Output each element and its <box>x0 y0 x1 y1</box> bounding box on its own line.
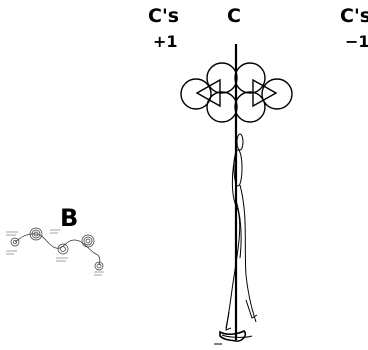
sketch-right-strand <box>239 184 257 323</box>
coil-4-mid <box>83 236 93 246</box>
sketch-inner-strand <box>235 199 242 259</box>
triangle-left <box>195 78 221 108</box>
cluster-circle-left <box>180 78 212 110</box>
left-chirality-label: C's <box>148 5 180 27</box>
base-scribble <box>219 330 247 342</box>
coil-2-inner <box>33 231 39 237</box>
panel-b-schematic <box>10 227 104 271</box>
panel-b-annotations <box>6 229 104 276</box>
left-chirality-value: +1 <box>153 32 178 51</box>
center-axis-label: C <box>227 5 241 27</box>
cluster-circle-top-right <box>234 62 266 94</box>
coil-4-outer <box>81 234 95 248</box>
panel-b-label: B <box>60 204 79 232</box>
sketch-head <box>236 133 244 151</box>
cluster-circle-bottom-left <box>206 91 238 123</box>
cluster-circle-right <box>261 78 293 110</box>
coil-5-inner <box>96 263 102 269</box>
sketch-upper-loop <box>233 149 243 187</box>
coil-4-inner <box>85 238 91 244</box>
sketch-base <box>221 334 253 338</box>
pathway-curve <box>14 233 101 266</box>
cluster-circle-top-left <box>206 62 238 94</box>
sketch-right-leg <box>245 299 258 319</box>
coil-3-outer <box>57 243 69 255</box>
sketch-left-leg <box>225 311 232 331</box>
circle-cluster <box>180 62 293 123</box>
helix-sketch <box>221 133 258 338</box>
coil-3-inner <box>60 246 66 252</box>
right-chirality-label: C's <box>340 5 368 27</box>
coil-1-inner <box>12 239 18 245</box>
cluster-circle-bottom-right <box>234 91 266 123</box>
coil-1-outer <box>10 237 20 247</box>
right-chirality-value: −1 <box>345 32 368 51</box>
coil-2-mid <box>31 229 41 239</box>
coil-5-outer <box>94 261 104 271</box>
sketch-left-strand <box>225 149 241 329</box>
coil-2-outer <box>29 227 43 241</box>
triangle-right <box>252 78 278 108</box>
